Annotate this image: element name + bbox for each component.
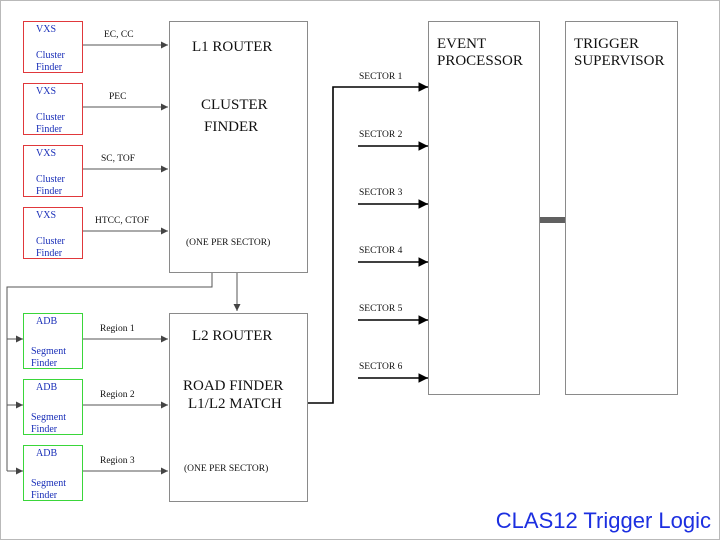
input-label-region-1: Region 1 xyxy=(100,324,135,334)
l2-router-note: (ONE PER SECTOR) xyxy=(184,464,269,474)
adb-line1: Segment xyxy=(31,412,66,423)
l2-router-line1: ROAD FINDER xyxy=(183,378,284,394)
adb-line2: Finder xyxy=(31,424,58,435)
vxs-title: VXS xyxy=(36,86,57,97)
l1-router-line2: FINDER xyxy=(204,119,259,135)
vxs-line2: Finder xyxy=(36,186,63,197)
adb-segment-finder-3: ADB Segment Finder xyxy=(23,445,83,501)
l1-router-box: L1 ROUTER CLUSTER FINDER (ONE PER SECTOR… xyxy=(169,21,308,273)
vxs-title: VXS xyxy=(36,24,57,35)
adb-line2: Finder xyxy=(31,490,58,501)
adb-title: ADB xyxy=(36,316,58,327)
ep-ts-bus xyxy=(540,217,565,223)
sector-label-6: SECTOR 6 xyxy=(359,362,403,372)
l1-router-line1: CLUSTER xyxy=(201,97,268,113)
vxs-line1: Cluster xyxy=(36,236,65,247)
adb-line1: Segment xyxy=(31,346,66,357)
sector-label-4: SECTOR 4 xyxy=(359,246,403,256)
adb-title: ADB xyxy=(36,382,58,393)
vxs-cluster-finder-2: VXS Cluster Finder xyxy=(23,83,83,135)
adb-line1: Segment xyxy=(31,478,66,489)
vxs-cluster-finder-1: VXS Cluster Finder xyxy=(23,21,83,73)
vxs-line1: Cluster xyxy=(36,112,65,123)
event-processor-line1: EVENT xyxy=(437,36,487,52)
input-label-ec-cc: EC, CC xyxy=(104,30,134,40)
adb-line2: Finder xyxy=(31,358,58,369)
l1-router-title: L1 ROUTER xyxy=(192,39,273,55)
l1-router-note: (ONE PER SECTOR) xyxy=(186,238,271,248)
l2-router-box: L2 ROUTER ROAD FINDER L1/L2 MATCH (ONE P… xyxy=(169,313,308,502)
vxs-line1: Cluster xyxy=(36,50,65,61)
vxs-line2: Finder xyxy=(36,248,63,259)
sector-label-5: SECTOR 5 xyxy=(359,304,403,314)
vxs-cluster-finder-3: VXS Cluster Finder xyxy=(23,145,83,197)
slide-caption: CLAS12 Trigger Logic xyxy=(495,508,711,533)
sector-label-3: SECTOR 3 xyxy=(359,188,403,198)
vxs-line2: Finder xyxy=(36,62,63,73)
input-label-pec: PEC xyxy=(109,92,127,102)
adb-title: ADB xyxy=(36,448,58,459)
adb-segment-finder-1: ADB Segment Finder xyxy=(23,313,83,369)
vxs-to-l1-arrows xyxy=(83,41,168,235)
l1-to-adb-feedback xyxy=(6,272,213,475)
event-processor-box: EVENT PROCESSOR xyxy=(428,21,540,395)
input-label-region-3: Region 3 xyxy=(100,456,135,466)
event-processor-line2: PROCESSOR xyxy=(437,53,523,69)
l2-to-sector1-line xyxy=(308,82,428,404)
input-label-htcc-ctof: HTCC, CTOF xyxy=(95,216,150,226)
l2-router-line2: L1/L2 MATCH xyxy=(188,396,282,412)
vxs-title: VXS xyxy=(36,210,57,221)
trigger-supervisor-box: TRIGGER SUPERVISOR xyxy=(565,21,678,395)
l2-router-title: L2 ROUTER xyxy=(192,328,273,344)
sector-label-2: SECTOR 2 xyxy=(359,130,403,140)
sector-label-1: SECTOR 1 xyxy=(359,72,403,82)
vxs-title: VXS xyxy=(36,148,57,159)
trigger-supervisor-line1: TRIGGER xyxy=(574,36,639,52)
adb-segment-finder-2: ADB Segment Finder xyxy=(23,379,83,435)
vxs-cluster-finder-4: VXS Cluster Finder xyxy=(23,207,83,259)
sector-arrows xyxy=(358,141,428,383)
vxs-line2: Finder xyxy=(36,124,63,135)
trigger-supervisor-line2: SUPERVISOR xyxy=(574,53,665,69)
adb-to-l2-arrows xyxy=(83,335,168,475)
vxs-line1: Cluster xyxy=(36,174,65,185)
input-label-sc-tof: SC, TOF xyxy=(101,154,135,164)
input-label-region-2: Region 2 xyxy=(100,390,135,400)
